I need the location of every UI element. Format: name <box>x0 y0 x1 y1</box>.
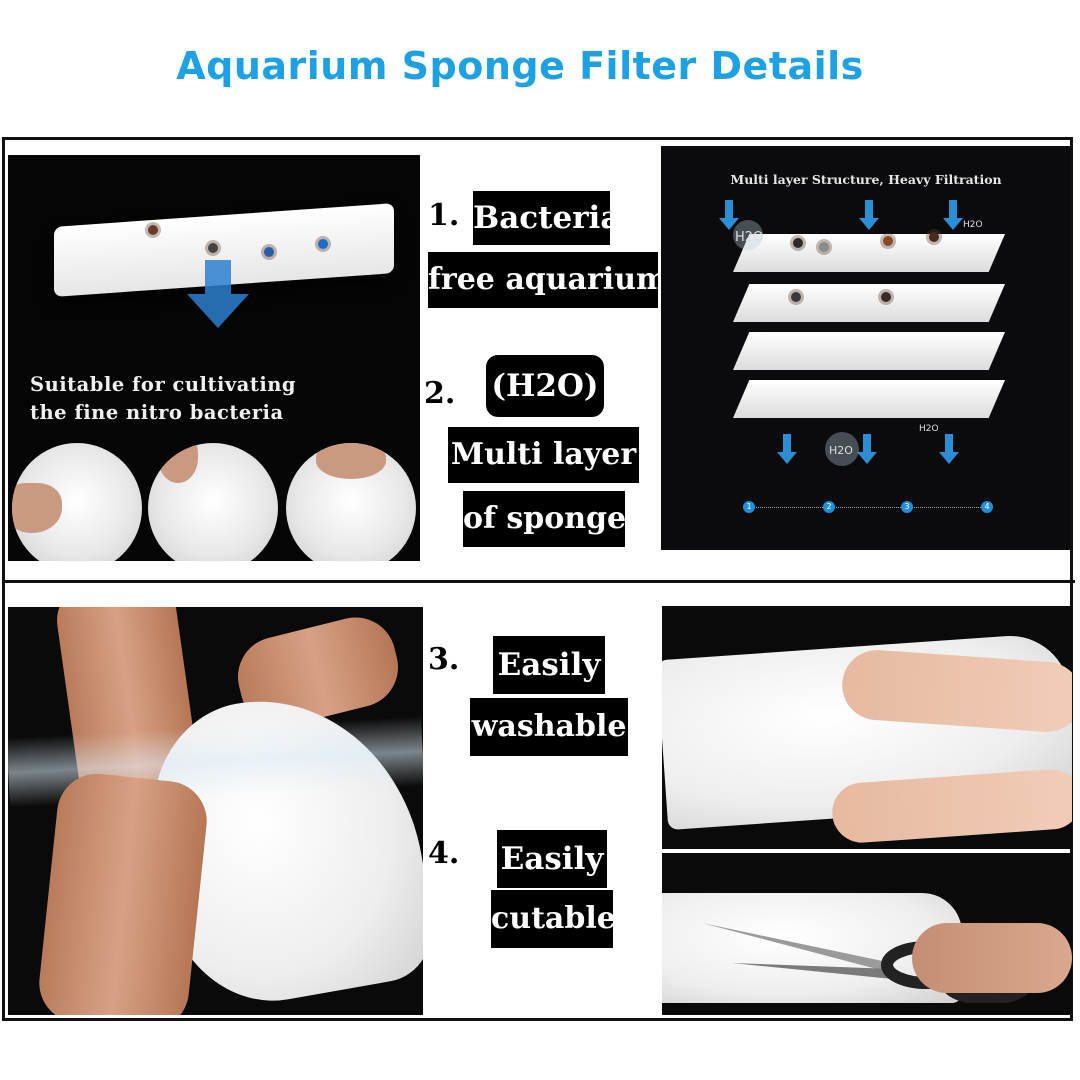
pulling-sponge-photo <box>662 606 1072 849</box>
row-divider <box>2 580 1075 583</box>
fiber-closeup-photo <box>286 443 416 561</box>
sponge-layer <box>733 284 1005 322</box>
hand-shape <box>912 923 1072 993</box>
flow-arrow-icon <box>939 434 959 464</box>
flow-arrow-icon <box>777 434 797 464</box>
bacteria-dot <box>819 242 829 252</box>
caption-line: the fine nitro bacteria <box>30 401 284 424</box>
cutting-sponge-photo <box>662 853 1072 1015</box>
arm-shape <box>35 769 211 1015</box>
h2o-label: H2O <box>735 230 764 245</box>
bacteria-dot <box>264 247 274 257</box>
feature-number: 3. <box>428 642 460 677</box>
content-frame <box>2 137 1073 1021</box>
bacteria-dot <box>318 239 328 249</box>
sponge-layer <box>733 234 1005 272</box>
diagram-heading: Multi layer Structure, Heavy Filtration <box>730 172 1002 187</box>
bacteria-dot <box>208 243 218 253</box>
bacteria-dot <box>793 238 803 248</box>
water-molecule <box>733 220 763 250</box>
flow-arrow-icon <box>719 200 739 230</box>
bacteria-dot <box>791 292 801 302</box>
h2o-label: H2O <box>829 444 853 457</box>
bacteria-dot <box>929 232 939 242</box>
hand-shape <box>12 483 62 533</box>
hand-shape <box>316 443 386 479</box>
hand-shape <box>158 443 198 483</box>
bacteria-dot <box>883 236 893 246</box>
step-connector <box>751 507 987 508</box>
bacteria-dot <box>881 292 891 302</box>
feature-label: Multi layer <box>448 427 639 483</box>
step-marker: 3 <box>901 501 913 513</box>
caption-line: Suitable for cultivating <box>30 373 297 396</box>
flow-arrow-icon <box>943 200 963 230</box>
bacteria-dot <box>148 225 158 235</box>
feature-number: 4. <box>428 836 460 871</box>
sponge-layer <box>733 380 1005 418</box>
page-title: Aquarium Sponge Filter Details <box>176 44 864 88</box>
step-marker: 4 <box>981 501 993 513</box>
feature-label: cutable <box>491 890 616 948</box>
multi-layer-diagram: Multi layer Structure, Heavy Filtration … <box>661 146 1071 550</box>
fiber-closeup-photo <box>12 443 142 561</box>
feature-label: of sponge <box>463 491 626 547</box>
bacteria-sponge-image: Suitable for cultivating the fine nitro … <box>8 155 420 561</box>
h2o-label: H2O <box>919 424 939 434</box>
step-marker: 1 <box>743 501 755 513</box>
flow-arrow-icon <box>857 434 877 464</box>
feature-label: washable <box>470 698 628 756</box>
feature-label: Bacteria <box>473 191 620 245</box>
feature-number: 2. <box>424 376 456 411</box>
feature-label: (H2O) <box>486 355 604 417</box>
feature-label: Easily <box>497 830 607 888</box>
sponge-layer <box>733 332 1005 370</box>
washing-sponge-photo <box>8 607 423 1015</box>
step-marker: 2 <box>823 501 835 513</box>
h2o-label: H2O <box>963 220 983 230</box>
down-arrow-icon <box>187 260 249 328</box>
feature-label: free aquarium <box>428 252 668 308</box>
feature-number: 1. <box>428 198 460 233</box>
fiber-closeup-photo <box>148 443 278 561</box>
feature-label: Easily <box>493 636 605 694</box>
water-molecule <box>825 432 859 466</box>
flow-arrow-icon <box>859 200 879 230</box>
bacteria-caption: Suitable for cultivating the fine nitro … <box>30 371 410 427</box>
